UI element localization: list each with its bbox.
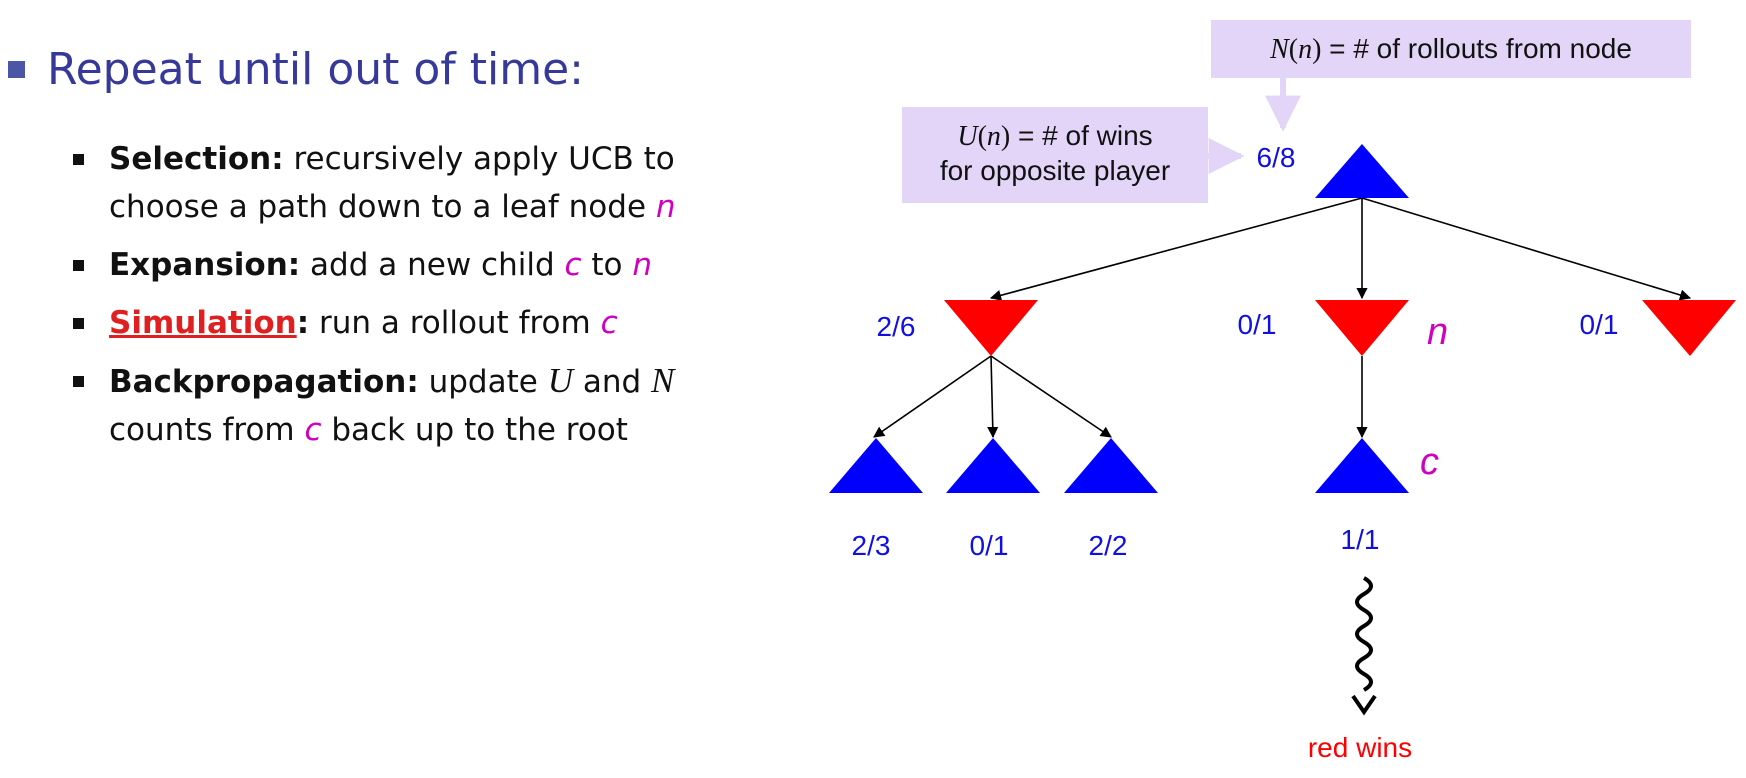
grandchild-label-2: 0/1 — [970, 530, 1009, 561]
heading-text: Repeat until out of time: — [47, 44, 585, 95]
grandchild-node-c — [1315, 438, 1409, 493]
child-node-1 — [944, 300, 1038, 356]
grandchild-node-2 — [946, 438, 1040, 493]
child-node-3 — [1642, 300, 1736, 356]
bullet-icon — [8, 61, 25, 78]
wins-callout: U(n) = # of wins for opposite player — [902, 107, 1208, 203]
edge — [1361, 197, 1692, 301]
step-backpropagation: Backpropagation: update U and N counts f… — [70, 357, 790, 454]
step-selection: Selection: recursively apply UCB to choo… — [70, 135, 790, 231]
grandchild-node-1 — [829, 438, 923, 493]
step-label: Simulation — [109, 305, 297, 341]
step-label: Backpropagation: — [109, 364, 419, 400]
grandchild-label-1: 2/3 — [852, 530, 891, 561]
grandchild-label-c: 1/1 — [1341, 524, 1380, 555]
root-label: 6/8 — [1257, 142, 1296, 173]
rollouts-callout: N(n) = # of rollouts from node — [1211, 20, 1691, 78]
node-tag-c: c — [1420, 441, 1439, 483]
grandchild-label-3: 2/2 — [1089, 530, 1128, 561]
child-label-n: 0/1 — [1238, 309, 1277, 340]
node-tag-n: n — [1427, 311, 1448, 353]
steps-list: Selection: recursively apply UCB to choo… — [70, 135, 790, 464]
root-node — [1315, 144, 1409, 198]
child-label-1: 2/6 — [877, 311, 916, 342]
child-label-3: 0/1 — [1580, 309, 1619, 340]
edge — [990, 355, 1112, 438]
step-simulation: Simulation: run a rollout from c — [70, 299, 790, 347]
rollout-squiggle — [1355, 576, 1373, 692]
grandchild-node-3 — [1064, 438, 1158, 493]
tree-edges — [873, 197, 1692, 439]
step-expansion: Expansion: add a new child c to n — [70, 241, 790, 289]
slide-heading: Repeat until out of time: — [8, 44, 584, 95]
step-label: Selection: — [109, 141, 284, 177]
edge — [989, 197, 1363, 301]
rollout-arrowhead — [1351, 694, 1377, 716]
step-label: Expansion: — [109, 247, 301, 283]
edge — [987, 355, 999, 439]
edge — [873, 355, 992, 438]
child-node-n — [1315, 300, 1409, 356]
outcome-label: red wins — [1308, 732, 1412, 763]
